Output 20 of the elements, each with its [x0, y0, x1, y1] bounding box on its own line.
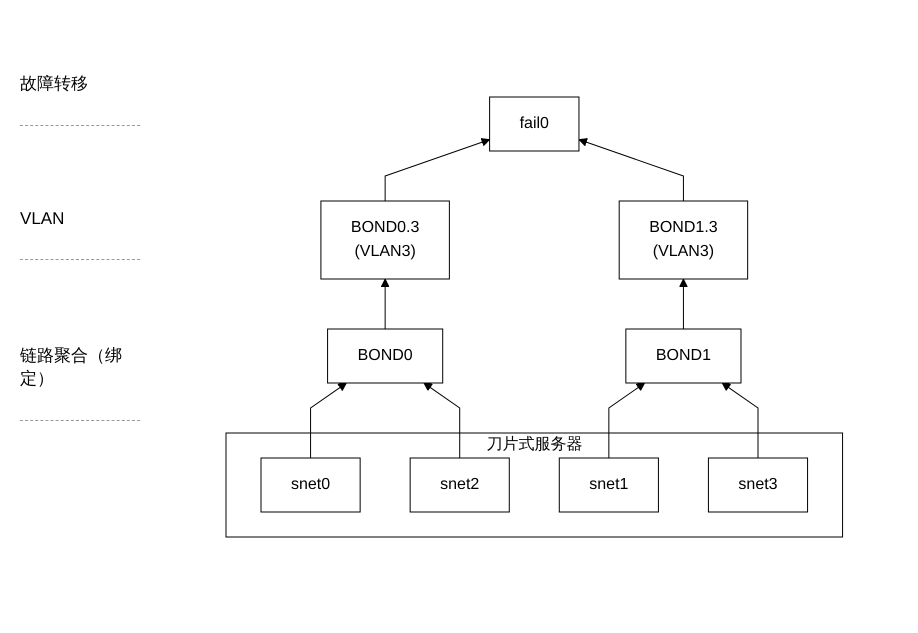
arrow — [384, 138, 490, 201]
node-box: snet1 — [558, 457, 659, 512]
node-box: BOND1.3 (VLAN3) — [618, 200, 748, 279]
arrow — [578, 138, 684, 201]
arrow — [721, 382, 758, 458]
node-box: snet0 — [260, 457, 360, 512]
arrow — [608, 382, 645, 458]
layer-label: 链路聚合（绑定） — [20, 344, 140, 422]
layer-label: 故障转移 — [20, 72, 140, 126]
arrow — [380, 278, 390, 329]
node-box: BOND0 — [326, 328, 443, 383]
node-box: BOND1 — [625, 328, 742, 383]
arrow — [310, 382, 347, 458]
node-box: snet3 — [708, 457, 808, 512]
layer-label: VLAN — [20, 209, 140, 260]
node-box: BOND0.3 (VLAN3) — [320, 200, 450, 279]
arrow — [423, 382, 460, 458]
arrow — [678, 278, 688, 329]
node-box: snet2 — [409, 457, 510, 512]
node-box: fail0 — [488, 96, 580, 151]
